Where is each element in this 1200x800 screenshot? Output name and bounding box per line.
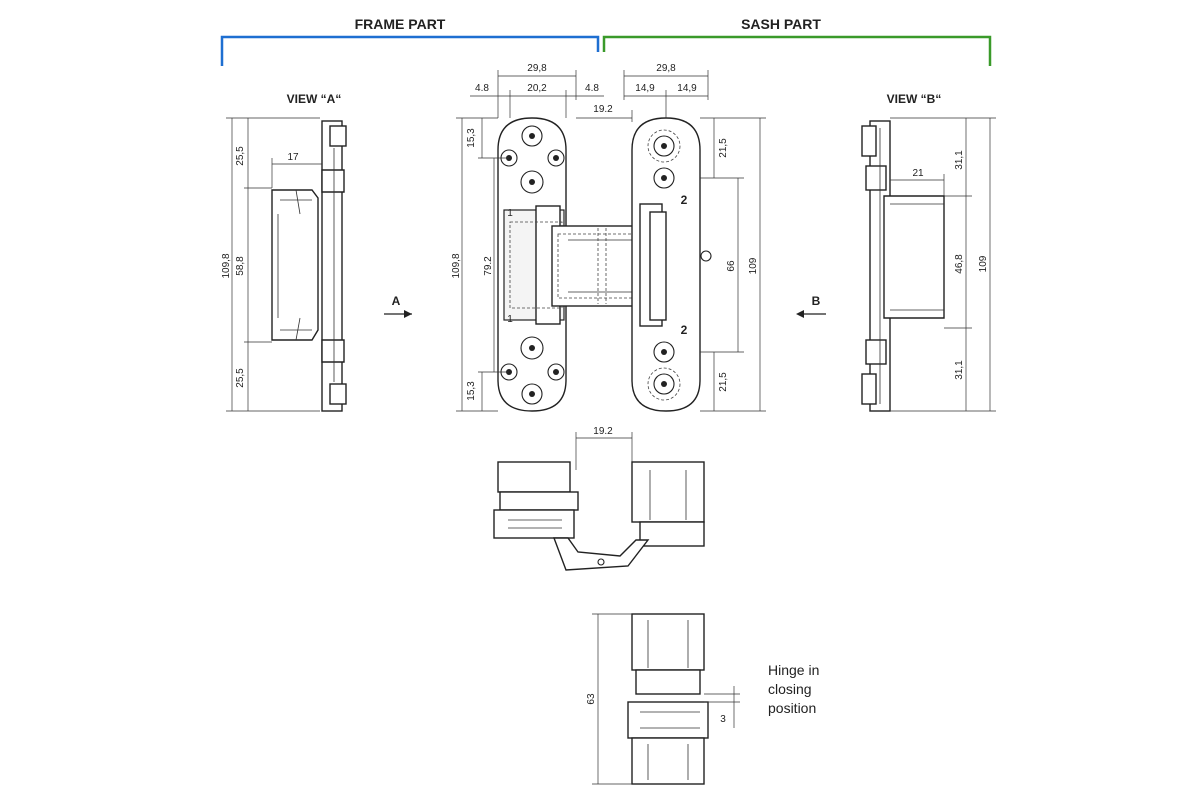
dim-label: 79.2 <box>483 256 494 276</box>
dim-label: 14,9 <box>677 83 697 94</box>
dim-label: 109 <box>978 255 989 272</box>
dim-label: 31,1 <box>954 150 965 170</box>
dim-label: 4.8 <box>585 83 599 94</box>
dim-label: 29,8 <box>527 63 547 74</box>
dim-label: 46,8 <box>954 254 965 274</box>
dim-label: 21,5 <box>718 138 729 158</box>
dim-label: 31,1 <box>954 360 965 380</box>
frame-plate-drawing <box>497 117 567 412</box>
dim-label: 19.2 <box>593 104 613 115</box>
dim-label: 58,8 <box>235 256 246 276</box>
dim-label: 14,9 <box>635 83 655 94</box>
arrow-b-label: B <box>812 294 821 308</box>
dim-label: 20,2 <box>527 83 547 94</box>
closing-note-line-2: closing <box>768 681 812 697</box>
dim-label: 63 <box>586 693 597 705</box>
sash-part-title: SASH PART <box>741 16 821 32</box>
open-position-drawing <box>493 432 705 571</box>
dim-label: 109,8 <box>221 253 232 278</box>
frame-part-bracket <box>220 35 600 66</box>
dim-label: 25,5 <box>235 146 246 166</box>
dim-label: 25,5 <box>235 368 246 388</box>
sash-plate-label-bottom: 2 <box>681 323 688 337</box>
view-a-title: VIEW “A“ <box>287 92 342 106</box>
frame-plate-label-bottom: 1 <box>507 314 513 325</box>
dim-label: 109,8 <box>451 253 462 278</box>
arrow-a-label: A <box>392 294 401 308</box>
dim-label: 29,8 <box>656 63 676 74</box>
frame-part-title: FRAME PART <box>355 16 446 32</box>
dim-label: 21,5 <box>718 372 729 392</box>
dim-label: 21 <box>912 168 924 179</box>
view-b-title: VIEW “B“ <box>887 92 942 106</box>
closed-position-dimensions <box>592 613 740 785</box>
closed-position-drawing <box>627 613 709 785</box>
sash-plate-drawing <box>631 117 701 412</box>
view-a-dimensions <box>226 117 322 412</box>
frame-plate-label-top: 1 <box>507 208 513 219</box>
dim-label: 15,3 <box>466 381 477 401</box>
sash-part-bracket <box>602 35 992 66</box>
dim-label: 15,3 <box>466 128 477 148</box>
frame-sash-dimensions <box>456 70 766 412</box>
view-a-drawing <box>271 120 347 412</box>
dim-label: 109 <box>748 257 759 274</box>
dim-label: 66 <box>726 260 737 272</box>
dim-label: 17 <box>287 152 299 163</box>
view-b-dimensions <box>890 117 996 412</box>
closing-note-line-1: Hinge in <box>768 662 819 678</box>
sash-plate-label-top: 2 <box>681 193 688 207</box>
view-b-drawing <box>861 120 945 412</box>
dim-label: 3 <box>720 714 726 725</box>
dim-label: 19.2 <box>593 426 613 437</box>
arrow-a <box>384 310 412 318</box>
closing-note-line-3: position <box>768 700 816 716</box>
closing-position-note: Hinge in closing position <box>768 662 819 716</box>
dim-label: 4.8 <box>475 83 489 94</box>
arrow-b <box>796 310 826 318</box>
